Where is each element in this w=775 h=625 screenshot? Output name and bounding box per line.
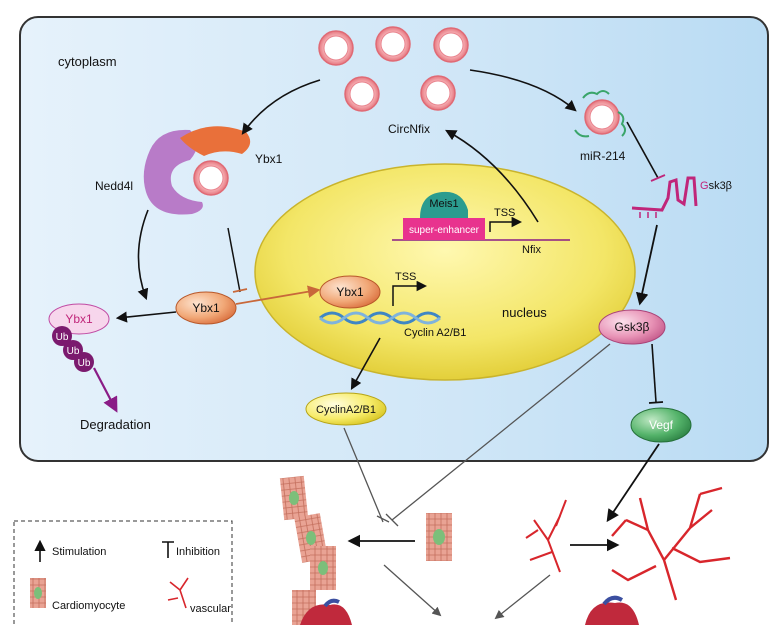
- vascular-icon: [167, 577, 189, 609]
- heart-icon: [300, 598, 352, 625]
- vegf-label: Vegf: [649, 418, 674, 432]
- vegf-protein: [630, 407, 692, 443]
- degradation-label: Degradation: [80, 417, 151, 432]
- ybx1-cytoplasmic: [175, 291, 237, 325]
- ub-label-3: Ub: [78, 358, 91, 369]
- ub-label-2: Ub: [67, 346, 80, 357]
- legend-stimulation: Stimulation: [52, 546, 106, 558]
- nfix-gene-locus: [392, 191, 570, 241]
- ybx1-ubiquitinated: [48, 303, 110, 372]
- legend-vascular: vascular: [190, 603, 231, 615]
- ub-label-1: Ub: [56, 332, 69, 343]
- gsk3b-protein: [598, 309, 666, 345]
- ybx1-nuclear-label: Ybx1: [336, 285, 364, 299]
- mir214-label: miR-214: [580, 149, 626, 163]
- cyclin-protein: [305, 392, 387, 426]
- nedd4l-ybx1-complex: [143, 126, 251, 215]
- legend: [13, 520, 233, 625]
- cardiomyocyte-single: [426, 513, 452, 561]
- super-enhancer-label: super-enhancer: [409, 225, 480, 236]
- heart-icon: [585, 595, 639, 625]
- nucleus-label: nucleus: [502, 305, 547, 320]
- vascular-network-small: [525, 499, 567, 573]
- ybx1-dna-complex: [319, 275, 441, 325]
- outcome-arrows: [343, 343, 660, 620]
- nfix-label: Nfix: [522, 244, 541, 256]
- meis1-label: Meis1: [429, 198, 458, 210]
- nedd4l-label: Nedd4l: [95, 179, 133, 193]
- circnfix-label: CircNfix: [388, 122, 430, 136]
- legend-cardiomyocyte: Cardiomyocyte: [52, 600, 125, 612]
- gsk3b-mrna: [631, 176, 698, 218]
- ybx1-center-label: Ybx1: [192, 301, 220, 315]
- cyclin-protein-label: CyclinA2/B1: [316, 404, 376, 416]
- pathway-arrows: [93, 69, 666, 413]
- legend-inhibition: Inhibition: [176, 546, 220, 558]
- gsk3b-protein-label: Gsk3β: [615, 320, 650, 334]
- tss-bottom-label: TSS: [395, 271, 416, 283]
- cardiomyocyte-cluster-left: [279, 475, 336, 625]
- cytoplasm-label: cytoplasm: [58, 54, 117, 69]
- ybx1-degraded-label: Ybx1: [65, 312, 93, 326]
- ybx1-top-label: Ybx1: [255, 152, 283, 166]
- gsk3b-mrna-label: Gsk3β: [700, 180, 732, 192]
- tss-top-label: TSS: [494, 207, 515, 219]
- cyclin-gene-label: Cyclin A2/B1: [404, 327, 466, 339]
- vascular-network-large: [611, 486, 731, 601]
- inhibition-bar-icon: [162, 541, 174, 558]
- mir214-sponge: [574, 90, 626, 138]
- nucleus-compartment: [254, 163, 636, 381]
